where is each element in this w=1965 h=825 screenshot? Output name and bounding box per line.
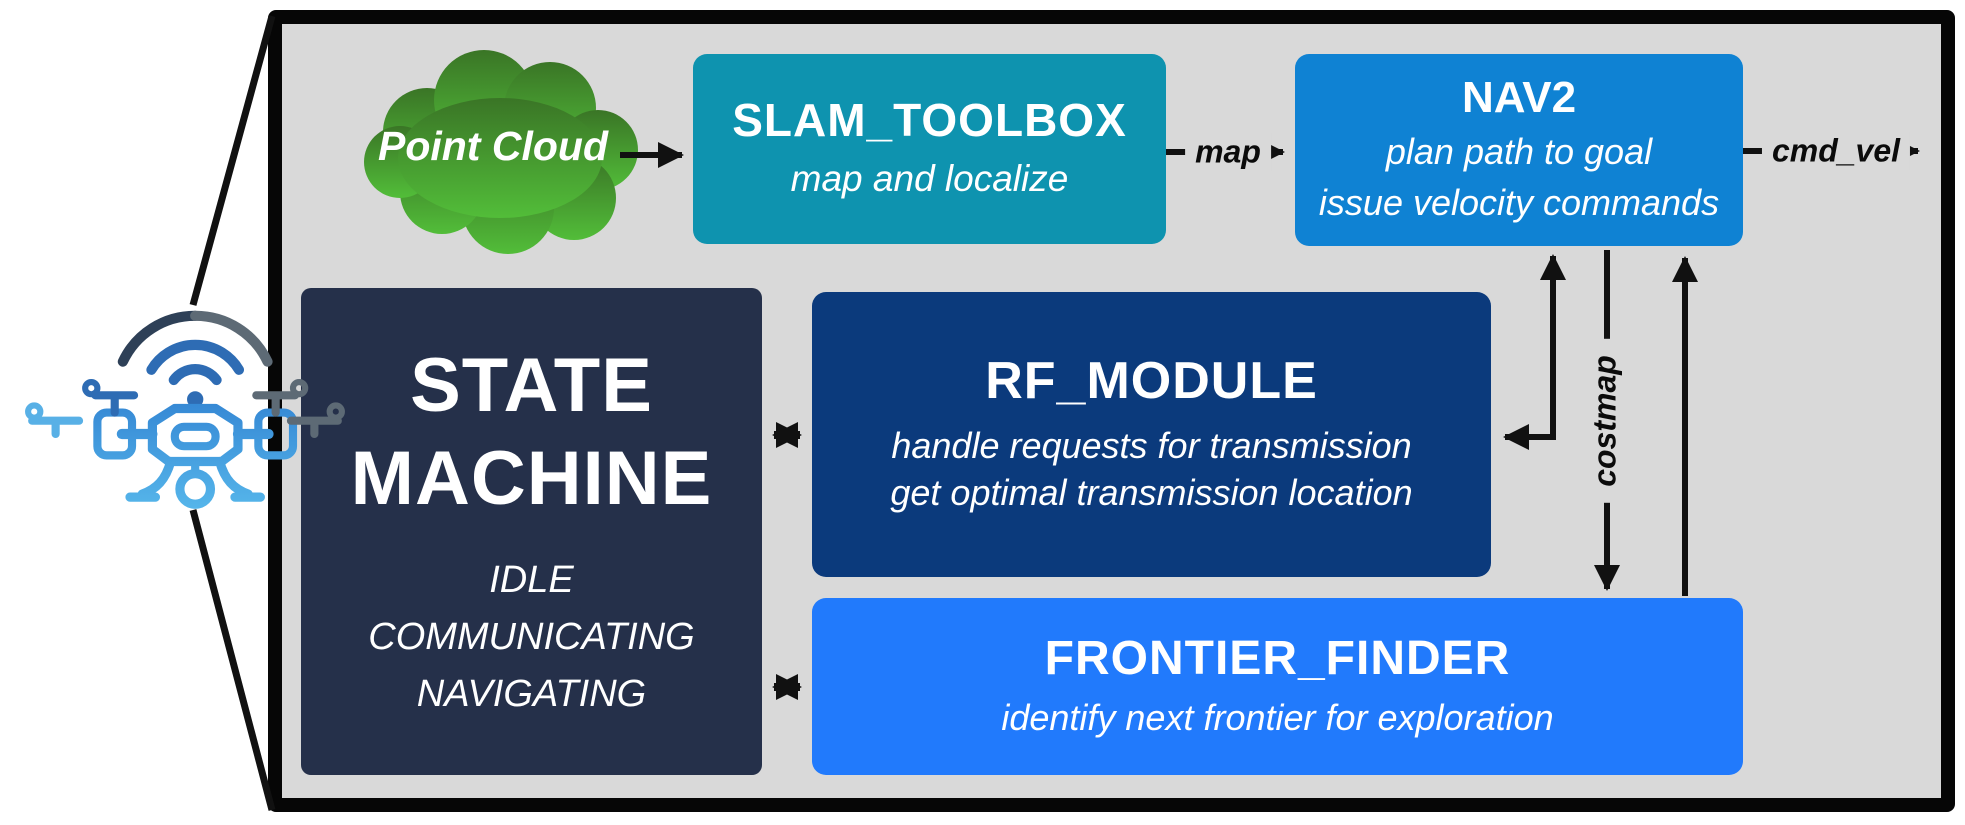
- wifi-arc-outer-left: [117, 310, 201, 367]
- drone-prop-left-hub: [82, 378, 101, 398]
- zoom-line-bottom: [189, 509, 276, 811]
- edge-label-costmap: costmap: [1585, 339, 1625, 503]
- node-nav2: NAV2 plan path to goal issue velocity co…: [1295, 54, 1743, 246]
- drone-camera-ring: [175, 469, 216, 509]
- slam-toolbox-subtitle: map and localize: [790, 158, 1069, 200]
- drone-prop-left: [91, 391, 139, 417]
- state-item-communicating: COMMUNICATING: [368, 615, 695, 658]
- edge-label-cmd-vel: cmd_vel: [1761, 131, 1911, 171]
- state-item-idle: IDLE: [489, 558, 574, 601]
- drone-outprop-left-hub: [25, 402, 44, 421]
- drone-leg-right: [215, 456, 265, 502]
- drone-icon: [25, 310, 345, 509]
- node-slam-toolbox: SLAM_TOOLBOX map and localize: [693, 54, 1166, 244]
- point-cloud-node: Point Cloud: [332, 40, 654, 258]
- nav2-subtitle-line1: plan path to goal: [1385, 130, 1653, 172]
- nav2-subtitle-line2: issue velocity commands: [1318, 182, 1720, 224]
- zoom-line-top: [189, 15, 276, 306]
- nav2-title: NAV2: [1461, 73, 1577, 123]
- rf-module-title: RF_MODULE: [985, 352, 1318, 411]
- drone-leg-left: [125, 456, 176, 502]
- drone-prop-right: [252, 391, 300, 417]
- rf-module-subtitle-line1: handle requests for transmission: [891, 424, 1412, 466]
- node-frontier-finder: FRONTIER_FINDER identify next frontier f…: [812, 598, 1743, 775]
- wifi-arc-inner: [168, 364, 222, 386]
- state-item-navigating: NAVIGATING: [416, 672, 647, 715]
- drone-visor: [170, 422, 220, 451]
- edge-label-map: map: [1185, 132, 1271, 172]
- wifi-arc-outer-right: [190, 310, 273, 367]
- frontier-finder-subtitle: identify next frontier for exploration: [1001, 697, 1554, 739]
- rf-module-subtitle-line2: get optimal transmission location: [890, 472, 1413, 514]
- wifi-dot: [187, 391, 204, 408]
- drone-hull: [147, 403, 243, 467]
- drone-outprop-right: [286, 416, 342, 439]
- point-cloud-label: Point Cloud: [377, 122, 608, 169]
- state-machine-states: IDLE COMMUNICATING NAVIGATING: [368, 552, 695, 723]
- state-machine-title-line1: STATE: [410, 343, 653, 429]
- slam-toolbox-title: SLAM_TOOLBOX: [732, 94, 1127, 147]
- drone-prop-right-hub: [289, 378, 309, 398]
- state-machine-title-line2: MACHINE: [350, 436, 713, 521]
- drone-outprop-right-hub: [326, 402, 345, 421]
- cloud-shape: [364, 50, 638, 254]
- frontier-finder-title: FRONTIER_FINDER: [1044, 632, 1511, 686]
- drone-outprop-left: [28, 416, 84, 439]
- node-state-machine: STATE MACHINE IDLE COMMUNICATING NAVIGAT…: [301, 288, 762, 775]
- wifi-arc-mid: [146, 339, 245, 375]
- node-rf-module: RF_MODULE handle requests for transmissi…: [812, 292, 1491, 577]
